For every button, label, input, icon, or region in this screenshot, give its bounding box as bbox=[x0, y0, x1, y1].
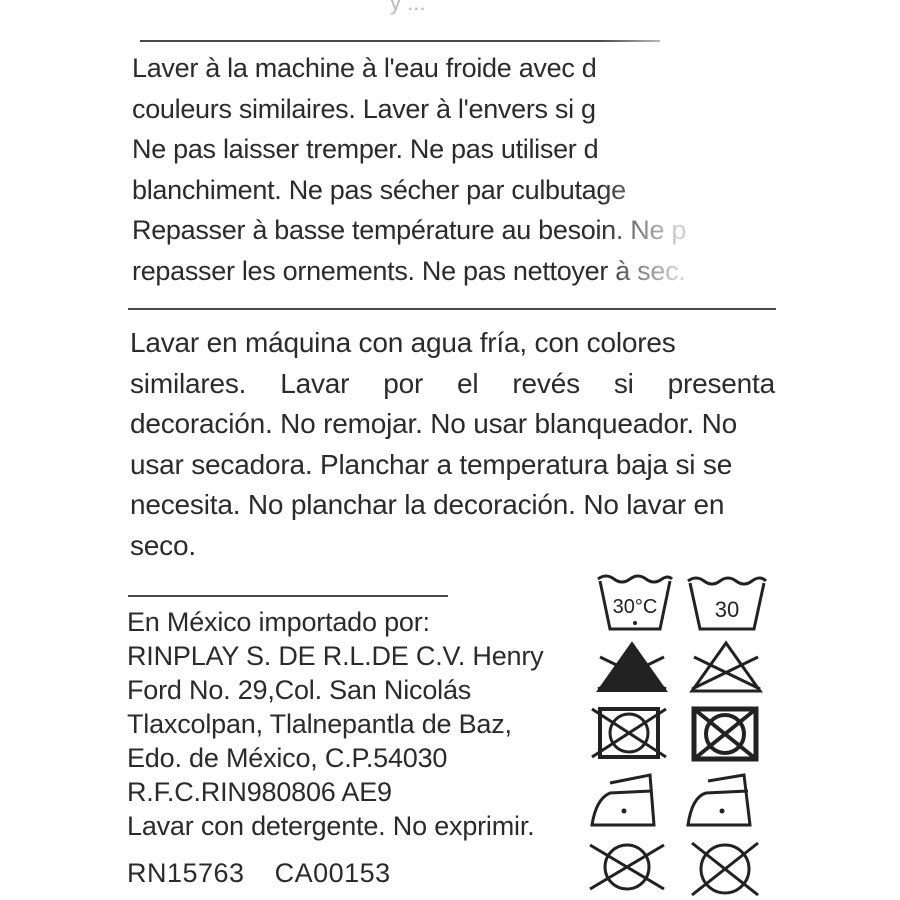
wash-temp-right: 30 bbox=[715, 597, 739, 622]
no-tumble-dry-bold-icon bbox=[691, 706, 759, 762]
spanish-line: seco. bbox=[130, 529, 196, 561]
wash-temp-left: 30°C bbox=[613, 596, 658, 618]
importer-line: Edo. de México, C.P.54030 bbox=[127, 743, 448, 773]
care-symbols: 30°C 30 bbox=[580, 565, 780, 900]
french-line: repasser les ornements. Ne pas nettoyer … bbox=[132, 255, 686, 286]
spanish-line: necesita. No planchar la decoración. No … bbox=[130, 489, 725, 520]
importer-line: En México importado por: bbox=[127, 607, 430, 637]
wash-30c-icon: 30°C bbox=[597, 574, 674, 631]
french-line: blanchiment. Ne pas sécher par culbutage bbox=[132, 174, 626, 205]
spanish-line: usar secadora. Planchar a temperatura ba… bbox=[130, 448, 733, 480]
no-bleach-filled-icon bbox=[596, 641, 668, 692]
wash-30-icon: 30 bbox=[687, 576, 768, 631]
registration-codes: RN15763 CA00153 bbox=[127, 858, 413, 889]
french-line: Repasser à basse température au besoin. … bbox=[132, 215, 687, 245]
importer-line: Lavar con detergente. No exprimir. bbox=[127, 811, 535, 841]
importer-line: Tlaxcolpan, Tlalnepantla de Baz, bbox=[127, 709, 512, 739]
french-line: couleurs similaires. Laver à l'envers si… bbox=[132, 93, 596, 124]
divider-bottom bbox=[128, 595, 448, 597]
ca-code: CA00153 bbox=[274, 858, 391, 888]
importer-line: Ford No. 29,Col. San Nicolás bbox=[127, 675, 472, 705]
faded-edge bbox=[600, 40, 810, 300]
divider-top bbox=[140, 40, 660, 42]
rn-code: RN15763 bbox=[127, 858, 245, 888]
iron-low-alt-icon bbox=[686, 773, 752, 827]
iron-low-icon bbox=[590, 773, 656, 827]
spanish-care-instructions: Lavar en máquina con agua fría, con colo… bbox=[130, 323, 775, 566]
no-dry-clean-icon bbox=[589, 843, 665, 891]
divider-middle bbox=[128, 308, 776, 310]
no-bleach-outline-icon bbox=[689, 640, 763, 693]
importer-line: RINPLAY S. DE R.L.DE C.V. Henry bbox=[127, 641, 544, 671]
spanish-line: similares. Lavar por el revés si present… bbox=[130, 367, 775, 399]
top-cut-text: y ... bbox=[390, 0, 426, 15]
importer-line: R.F.C.RIN980806 AE9 bbox=[127, 777, 392, 807]
french-line: Ne pas laisser tremper. Ne pas utiliser … bbox=[132, 134, 599, 164]
no-dry-clean-alt-icon bbox=[691, 841, 759, 897]
spanish-line: Lavar en máquina con agua fría, con colo… bbox=[130, 327, 676, 358]
importer-info: En México importado por: RINPLAY S. DE R… bbox=[127, 605, 567, 843]
no-tumble-dry-icon bbox=[591, 707, 667, 759]
french-line: Laver à la machine à l'eau froide avec d bbox=[132, 53, 597, 83]
spanish-line: decoración. No remojar. No usar blanquea… bbox=[130, 408, 737, 439]
french-care-instructions: Laver à la machine à l'eau froide avec d… bbox=[132, 48, 772, 291]
